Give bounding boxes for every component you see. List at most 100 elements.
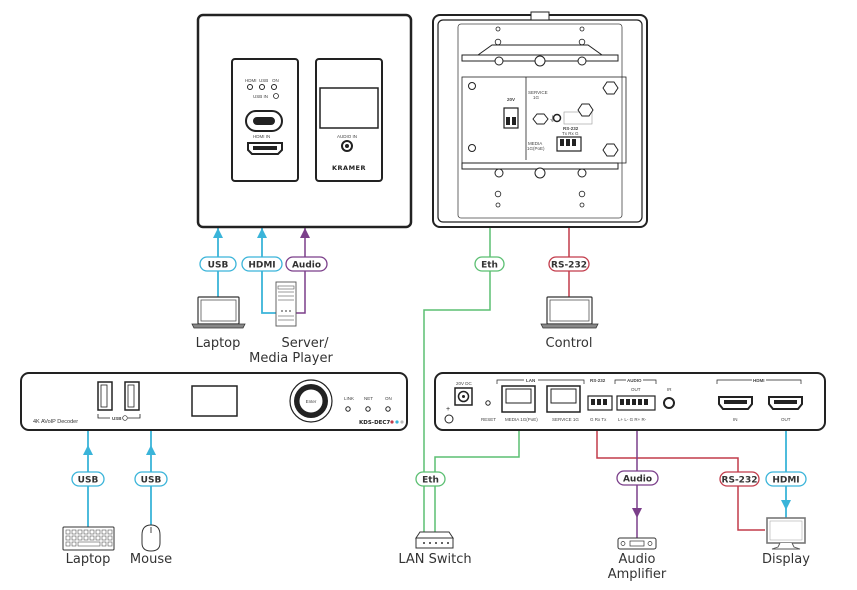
- wall-plate-front: HDMI USB ON USB IN HDMI IN AUDIO IN KRAM…: [196, 13, 413, 229]
- rear-power-label: 20V DC: [456, 381, 473, 386]
- enter-button[interactable]: Enter: [306, 399, 317, 404]
- usb-c-port-inner: [253, 117, 275, 125]
- svg-text:HDMI: HDMI: [248, 261, 275, 271]
- lan-label: LAN: [526, 378, 535, 383]
- ir-port[interactable]: [663, 397, 675, 409]
- keyboard-key: [101, 529, 107, 535]
- led-label-net: NET: [364, 396, 373, 401]
- cable-rs232-bottom: [596, 412, 765, 531]
- pill-eth-top: Eth: [474, 256, 505, 272]
- ground-icon: [444, 414, 454, 424]
- svg-text:Audio: Audio: [292, 261, 321, 271]
- keyboard-key: [71, 541, 77, 547]
- rear-rs232-pins: Tx Rx G: [562, 131, 579, 136]
- hdmi-in-label: IN: [733, 417, 738, 422]
- wall-plate-rear: 20V SERVICE 1G ⏚ RS-232 Tx Rx G MEDIA 1G…: [432, 11, 648, 228]
- reset-button[interactable]: [485, 400, 491, 406]
- screws: [468, 55, 587, 179]
- arrow-usb-b1: [83, 445, 93, 455]
- keyboard-key: [71, 529, 77, 535]
- pill-eth-bottom: Eth: [415, 471, 446, 487]
- svg-text:RS-232: RS-232: [551, 261, 587, 271]
- led-net: [365, 406, 371, 412]
- pill-usb-bottom-2: USB: [134, 471, 168, 487]
- led-usb: [259, 84, 265, 90]
- server-icon: [275, 281, 297, 327]
- usb-power-icon: [273, 93, 279, 99]
- led-label-hdmi: HDMI: [245, 78, 257, 83]
- led-label-usb: USB: [259, 78, 268, 83]
- terminal-pin: [506, 117, 510, 125]
- pill-usb-bottom-1: USB: [71, 471, 105, 487]
- amplifier-label-1: Audio: [619, 552, 656, 567]
- decoder-rear: 20V DC + RESET LAN MEDIA 1G(PoE) SERVICE…: [434, 372, 826, 431]
- amplifier-icon: [617, 537, 657, 550]
- media-sub: 1G(PoE): [527, 146, 545, 151]
- svg-text:Audio: Audio: [623, 475, 652, 485]
- keyboard-key: [71, 535, 77, 541]
- hdmi-in-label: HDMI IN: [253, 134, 270, 139]
- media-port-label: MEDIA 1G(PoE): [505, 417, 538, 422]
- rs232-label: RS-232: [590, 378, 606, 383]
- svg-text:USB: USB: [208, 261, 229, 271]
- hdmi-group-label: HDMI: [753, 378, 765, 383]
- hdmi-port-front-inner: [253, 146, 277, 150]
- audio-in-jack-inner: [345, 144, 349, 148]
- terminal-pin: [512, 117, 516, 125]
- pill-audio-bottom: Audio: [616, 470, 659, 486]
- arrowheads: [83, 228, 791, 518]
- keyboard-key: [107, 529, 113, 535]
- audio-in-label: AUDIO IN: [337, 134, 357, 139]
- keyboard-key: [65, 529, 71, 535]
- usb-a-port-1[interactable]: [97, 381, 113, 411]
- keyboard-key: [89, 535, 95, 541]
- ir-label: IR: [667, 387, 672, 392]
- service-sub: 1G: [533, 95, 540, 100]
- brand-logo: KRAMER: [332, 164, 366, 172]
- ground-screw: [552, 113, 562, 123]
- svg-text:Eth: Eth: [422, 476, 439, 486]
- server-label-1: Server/: [281, 336, 329, 351]
- service-label: SERVICE: [528, 90, 548, 95]
- audio-pins: L+ L- G R+ R-: [618, 417, 647, 422]
- service-port-label: SERVICE 1G: [552, 417, 579, 422]
- display-label: Display: [762, 552, 810, 567]
- arrow-usb-top: [213, 228, 223, 238]
- server-label-2: Media Player: [249, 351, 333, 366]
- keyboard-key: [89, 529, 95, 535]
- display-window: [319, 87, 379, 129]
- pill-rs232-top: RS-232: [548, 256, 590, 272]
- led-label-link: LINK: [344, 396, 354, 401]
- audio-out-label: OUT: [631, 387, 641, 392]
- keyboard-key: [107, 541, 113, 547]
- pill-usb-top: USB: [199, 256, 237, 272]
- hdmi-out-label: OUT: [781, 417, 791, 422]
- pill-hdmi-top: HDMI: [241, 256, 283, 272]
- led-on: [385, 406, 391, 412]
- keyboard-key: [107, 535, 113, 541]
- rear-rs232-label: RS-232: [563, 126, 579, 131]
- keyboard-key: [77, 529, 83, 535]
- svg-text:USB: USB: [141, 476, 162, 486]
- laptop-control: [540, 296, 599, 329]
- svg-text:USB: USB: [78, 476, 99, 486]
- usb-in-label: USB IN: [253, 94, 268, 99]
- keyboard-key: [83, 529, 89, 535]
- decoder-model: KDS-DEC7: [359, 420, 390, 426]
- keyboard-key: [77, 541, 101, 547]
- led-on: [271, 84, 277, 90]
- keyboard-label: Laptop: [66, 552, 111, 567]
- keyboard-key: [101, 541, 107, 547]
- reset-label: RESET: [481, 417, 496, 422]
- mouse-label: Mouse: [130, 552, 172, 567]
- plus-sign: +: [446, 406, 450, 413]
- led-label-on: ON: [385, 396, 392, 401]
- svg-text:HDMI: HDMI: [772, 476, 799, 486]
- svg-text:RS-232: RS-232: [722, 476, 758, 486]
- mouse-icon: [141, 524, 161, 552]
- keyboard-key: [83, 535, 89, 541]
- usb-power-icon: [122, 415, 128, 421]
- usb-a-port-2[interactable]: [124, 381, 140, 411]
- terminal-pin: [572, 139, 576, 146]
